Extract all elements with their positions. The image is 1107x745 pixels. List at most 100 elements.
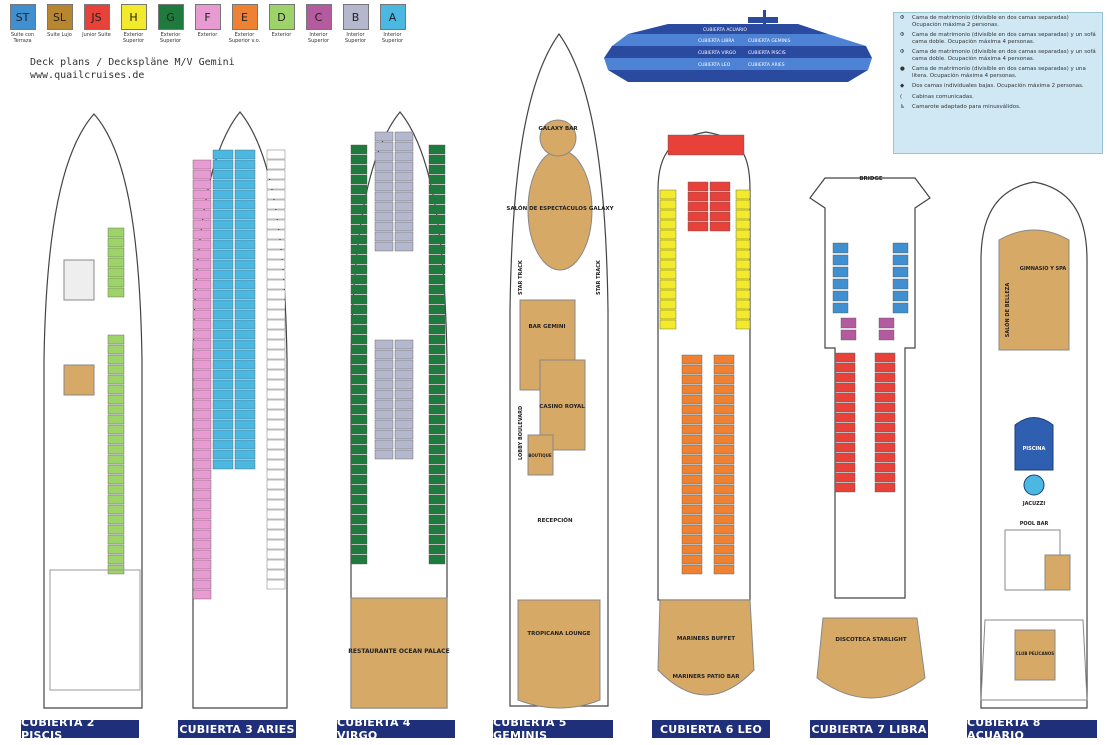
cabin-cell [681, 514, 703, 525]
cabin-cell [892, 278, 909, 290]
cabin-cell [735, 269, 751, 280]
cabin-cell [350, 364, 368, 375]
cabin-cell [266, 259, 286, 270]
cabin-cell [374, 201, 394, 212]
cabin-cell [659, 259, 677, 270]
deck-label-8[interactable]: CUBIERTA 8 ACUARIO [967, 716, 1097, 742]
cabin-cell [735, 189, 751, 200]
cabin-cell [735, 229, 751, 240]
cabin-cell [107, 524, 125, 535]
cabin-cell [374, 221, 394, 232]
cabin-cell [107, 384, 125, 395]
deck-label-7[interactable]: CUBIERTA 7 LIBRA [810, 720, 928, 738]
venue-pool-bar: POOL BAR [1020, 521, 1049, 527]
cabin-cell [874, 482, 896, 493]
cabin-cell [350, 474, 368, 485]
cabin-cell [234, 429, 256, 440]
legend-swatch: A [379, 4, 406, 30]
cabin-cell [735, 289, 751, 300]
cabin-cell [266, 189, 286, 200]
star-track-left: STAR TRACK [518, 259, 524, 295]
key-text: Cama de matrimonio (divisible en dos cam… [912, 66, 1086, 79]
cabin-cell [394, 429, 414, 440]
cabin-cell [681, 384, 703, 395]
cabin-cell [687, 191, 709, 202]
website-url[interactable]: www.quailcruises.de [30, 70, 145, 81]
cabin-cell [212, 429, 234, 440]
cabin-cell [234, 359, 256, 370]
cabin-cell [374, 419, 394, 430]
cabin-cell [428, 404, 446, 415]
cabin-cell [234, 259, 256, 270]
cabin-cell [713, 554, 735, 565]
cabin-cell [713, 394, 735, 405]
cabin-cell [212, 259, 234, 270]
deck-label-3[interactable]: CUBIERTA 3 ARIES [178, 720, 296, 738]
cabin-cell [713, 534, 735, 545]
cabin-cell [394, 241, 414, 252]
cabin-cell [266, 389, 286, 400]
cabin-cell [192, 449, 212, 460]
deck-label-4[interactable]: CUBIERTA 4 VIRGO [337, 716, 455, 742]
cabin-cell [350, 384, 368, 395]
cabin-cell [192, 219, 212, 230]
legend-label: Interior Superior [307, 32, 330, 44]
cabin-cell [212, 159, 234, 170]
cabin-cell [266, 409, 286, 420]
deck-label-5[interactable]: CUBIERTA 5 GEMINIS [493, 716, 613, 742]
cabin-cell [107, 544, 125, 555]
cabin-cell [234, 239, 256, 250]
cabin-cell [192, 199, 212, 210]
cabin-cell [234, 149, 256, 160]
cabin-cell [266, 449, 286, 460]
cabin-cell [374, 409, 394, 420]
cabin-cell [192, 559, 212, 570]
cabin-cell [107, 227, 125, 238]
cabin-cell [374, 131, 394, 142]
key-row: ♿Camarote adaptado para minusválidos. [894, 102, 1102, 113]
cabin-cell [192, 429, 212, 440]
cabin-cell [234, 349, 256, 360]
cabin-cell [350, 264, 368, 275]
cabin-cell [234, 329, 256, 340]
cabin-cell [350, 224, 368, 235]
cabin-cell [192, 269, 212, 280]
cabin-cell [266, 399, 286, 410]
side-label-aries: CUBIERTA ARIES [748, 62, 785, 68]
cabin-cell [394, 141, 414, 152]
cabin-cell [350, 494, 368, 505]
cabin-cell [107, 554, 125, 565]
cabin-cell [107, 464, 125, 475]
venue-gimnasio-spa: GIMNASIO Y SPA [1020, 266, 1067, 272]
cabin-cell [840, 317, 857, 329]
cabin-cell [834, 382, 856, 393]
deck-label-2[interactable]: CUBIERTA 2 PISCIS [21, 716, 139, 742]
cabin-cell [713, 494, 735, 505]
cabin-cell [713, 514, 735, 525]
cabin-cell [192, 369, 212, 380]
cabin-cell [374, 399, 394, 410]
legend-label: Exterior Superior [159, 32, 182, 44]
cabin-cell [659, 279, 677, 290]
cabin-cell [687, 201, 709, 212]
cabin-cell [681, 354, 703, 365]
cabin-cell [266, 339, 286, 350]
cabin-cell [428, 334, 446, 345]
cabin-cell [234, 169, 256, 180]
cabin-cell [350, 304, 368, 315]
cabin-cell [687, 221, 709, 232]
legend-swatch: C [305, 4, 332, 30]
cabin-cell [878, 317, 895, 329]
cabin-cell [428, 364, 446, 375]
cabin-cell [192, 549, 212, 560]
cabin-cell [266, 269, 286, 280]
cabin-cell [192, 419, 212, 430]
cabin-cell [212, 359, 234, 370]
cabin-cell [428, 324, 446, 335]
cabin-cell [659, 309, 677, 320]
cabin-cell [713, 454, 735, 465]
deck-label-6[interactable]: CUBIERTA 6 LEO [652, 720, 770, 738]
cabin-cell [266, 289, 286, 300]
